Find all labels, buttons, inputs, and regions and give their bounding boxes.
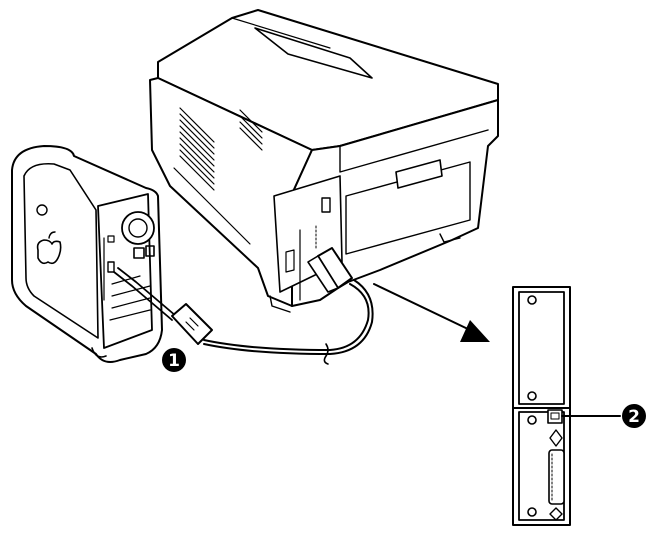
usb-plug-printer xyxy=(307,247,353,293)
interface-panel-icon xyxy=(512,286,621,526)
callout-2-label: 2 xyxy=(628,407,640,427)
mac-tower-icon xyxy=(11,145,163,363)
parallel-port xyxy=(548,449,565,505)
pointer-arrow xyxy=(373,283,490,342)
callout-1-label: 1 xyxy=(168,351,180,371)
usb-cable-icon xyxy=(113,247,374,365)
vent-slots xyxy=(173,107,263,245)
printer-icon xyxy=(149,9,499,313)
callout-2: 2 xyxy=(622,404,646,428)
printer-usb-port xyxy=(321,197,331,213)
usb-plug-computer xyxy=(171,303,213,345)
network-port xyxy=(547,409,563,424)
computer-usb-port xyxy=(107,261,115,273)
callout-1: 1 xyxy=(162,348,186,372)
